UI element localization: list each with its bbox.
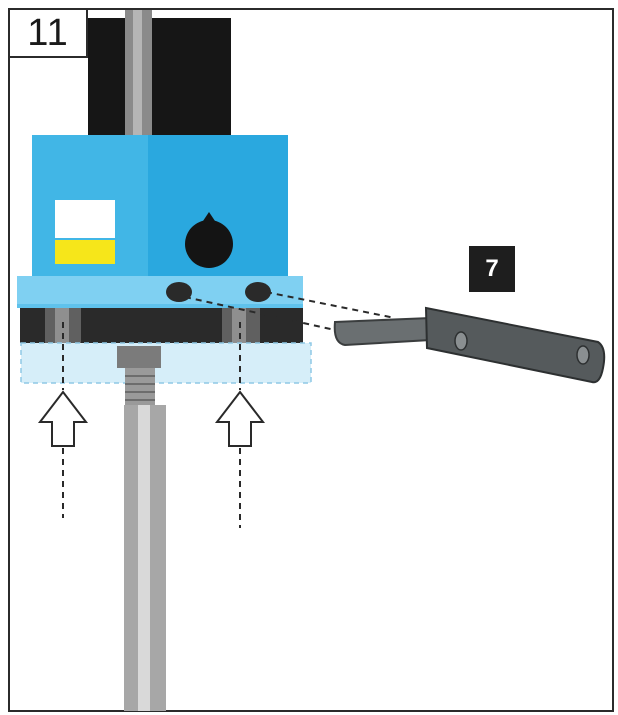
screw-hole-left [166, 282, 192, 302]
up-arrow-icon [214, 322, 266, 528]
handle-hole-1 [454, 331, 468, 351]
guide-plate [20, 342, 312, 384]
shaft-thread [125, 368, 155, 408]
handle-hole-2 [576, 345, 590, 365]
lower-shaft-highlight [138, 405, 150, 711]
up-arrow-icon [37, 322, 89, 518]
step-number: 11 [10, 10, 88, 58]
vertical-shaft-icon [117, 346, 166, 711]
handle-guide-lines [184, 291, 396, 331]
wrench-handle-icon [333, 306, 606, 384]
yellow-label [55, 240, 115, 264]
part-number-badge: 7 [469, 246, 515, 292]
flange-edge [17, 304, 303, 308]
shaft-thread-lines [125, 375, 155, 401]
shaft-collar [117, 346, 161, 368]
screw-hole-right [245, 282, 271, 302]
blue-mount-block-icon [32, 135, 288, 277]
motor-housing-icon [88, 18, 231, 138]
white-label [55, 200, 115, 238]
keyhole-top [201, 212, 217, 224]
upper-shaft-highlight [133, 10, 142, 138]
keyhole-icon [185, 220, 233, 268]
